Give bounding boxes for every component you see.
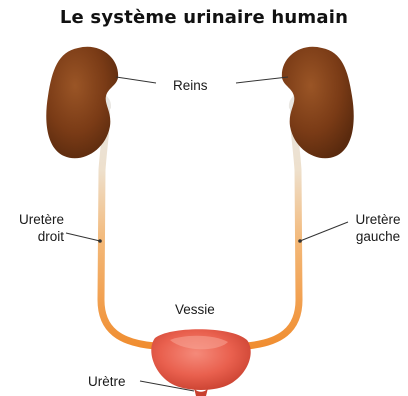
right-ureter <box>101 98 155 346</box>
uretere-gauche-leader <box>300 222 348 241</box>
reins-leader-left <box>236 77 288 83</box>
label-reins: Reins <box>173 77 208 94</box>
label-vessie: Vessie <box>175 301 215 318</box>
label-uretere-droit-line2: droit <box>8 228 64 245</box>
reins-leader-right <box>116 77 156 83</box>
label-uretre: Urètre <box>88 373 126 390</box>
label-uretere-gauche-line1: Uretère <box>350 211 406 228</box>
uretere-droit-dot <box>98 239 102 243</box>
label-uretere-droit-line1: Uretère <box>8 211 64 228</box>
uretere-gauche-dot <box>298 239 302 243</box>
uretere-droit-leader <box>66 233 100 241</box>
label-uretere-gauche-line2: gauche <box>350 228 406 245</box>
left-ureter <box>246 98 299 346</box>
label-uretere-droit: Uretère droit <box>8 211 64 245</box>
label-uretere-gauche: Uretère gauche <box>350 211 406 245</box>
